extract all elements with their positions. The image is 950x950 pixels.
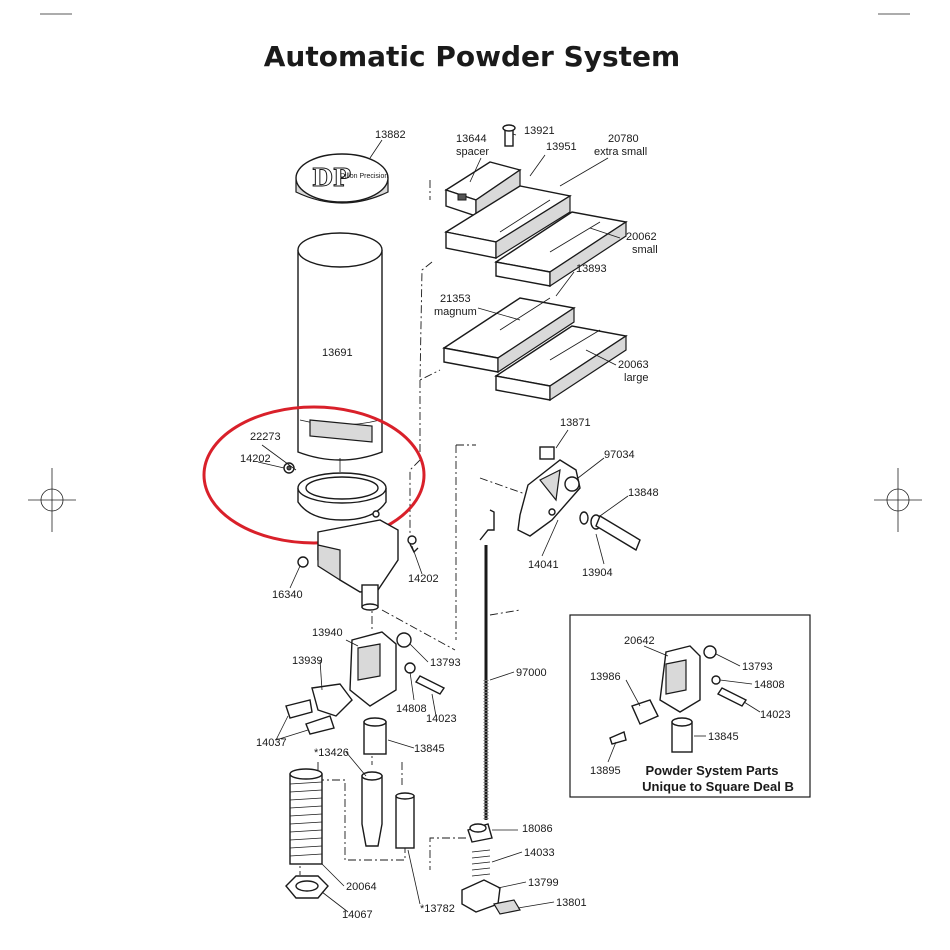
label-14067: 14067 — [342, 909, 373, 921]
label-13940: 13940 — [312, 627, 343, 639]
inset-title-line2: Unique to Square Deal B — [642, 779, 794, 794]
label-14037: 14037 — [256, 737, 287, 749]
label-13801: 13801 — [556, 897, 587, 909]
inset-label-14808: 14808 — [754, 679, 785, 691]
label-14202-left: 14202 — [240, 453, 271, 465]
inset-label-14023: 14023 — [760, 709, 791, 721]
label-20062: 20062 — [626, 231, 657, 243]
label-97000: 97000 — [516, 667, 547, 679]
label-20063-note: large — [624, 372, 648, 384]
label-18086: 18086 — [522, 823, 553, 835]
charge-bars-top — [444, 124, 628, 288]
label-21353-note: magnum — [434, 306, 477, 318]
label-13782: *13782 — [420, 903, 455, 915]
label-20064: 20064 — [346, 881, 377, 893]
label-13882: 13882 — [375, 129, 406, 141]
threaded-die — [285, 768, 329, 899]
page-title: Automatic Powder System — [264, 40, 680, 73]
label-13644: 13644 — [456, 133, 487, 145]
inset-label-13845: 13845 — [708, 731, 739, 743]
funnel-ring — [297, 472, 387, 521]
label-21353: 21353 — [440, 293, 471, 305]
label-14033: 14033 — [524, 847, 555, 859]
lid-logo-lettering: Dillon Precision — [340, 173, 388, 180]
label-13845: 13845 — [414, 743, 445, 755]
highlight-circle — [202, 405, 426, 545]
label-16340: 16340 — [272, 589, 303, 601]
label-13893: 13893 — [576, 263, 607, 275]
label-14808: 14808 — [396, 703, 427, 715]
label-20780: 20780 — [608, 133, 639, 145]
label-13691: 13691 — [322, 347, 353, 359]
label-20780-note: extra small — [594, 146, 647, 158]
registration-mark-left — [28, 468, 76, 532]
inset-label-20642: 20642 — [624, 635, 655, 647]
label-13426: *13426 — [314, 747, 349, 759]
inset-panel: Powder System Parts Unique to Square Dea… — [569, 614, 811, 798]
inset-label-13793: 13793 — [742, 661, 773, 673]
label-14023: 14023 — [426, 713, 457, 725]
inset-title-line1: Powder System Parts — [646, 763, 779, 778]
label-14041: 14041 — [528, 559, 559, 571]
registration-mark-right — [874, 468, 922, 532]
drop-tubes — [361, 717, 415, 849]
powder-rod — [479, 509, 495, 820]
measure-body — [297, 519, 419, 611]
inset-parts — [609, 645, 748, 753]
fail-safe-bracket — [517, 446, 641, 552]
label-20063: 20063 — [618, 359, 649, 371]
label-20062-note: small — [632, 244, 658, 256]
crop-marks — [28, 13, 922, 532]
label-13644-note: spacer — [456, 146, 489, 158]
charge-bars-middle — [442, 297, 628, 402]
label-13799: 13799 — [528, 877, 559, 889]
label-13871: 13871 — [560, 417, 591, 429]
bottom-linkage — [461, 823, 521, 915]
label-13848: 13848 — [628, 487, 659, 499]
hopper-lid: DP Dillon Precision — [295, 153, 389, 204]
label-13939: 13939 — [292, 655, 323, 667]
powder-tube — [297, 232, 383, 472]
inset-label-13895: 13895 — [590, 765, 621, 777]
label-14202-right: 14202 — [408, 573, 439, 585]
label-97034: 97034 — [604, 449, 635, 461]
label-22273: 22273 — [250, 431, 281, 443]
label-13793: 13793 — [430, 657, 461, 669]
lid-logo-dp: DP — [312, 163, 351, 192]
part-labels: 13882 13644 spacer 13921 13951 20780 ext… — [240, 125, 791, 921]
inset-label-13986: 13986 — [590, 671, 621, 683]
label-13951: 13951 — [546, 141, 577, 153]
leader-lines — [257, 133, 761, 913]
label-13921: 13921 — [524, 125, 555, 137]
label-13904: 13904 — [582, 567, 613, 579]
clamp-assembly — [285, 631, 446, 735]
